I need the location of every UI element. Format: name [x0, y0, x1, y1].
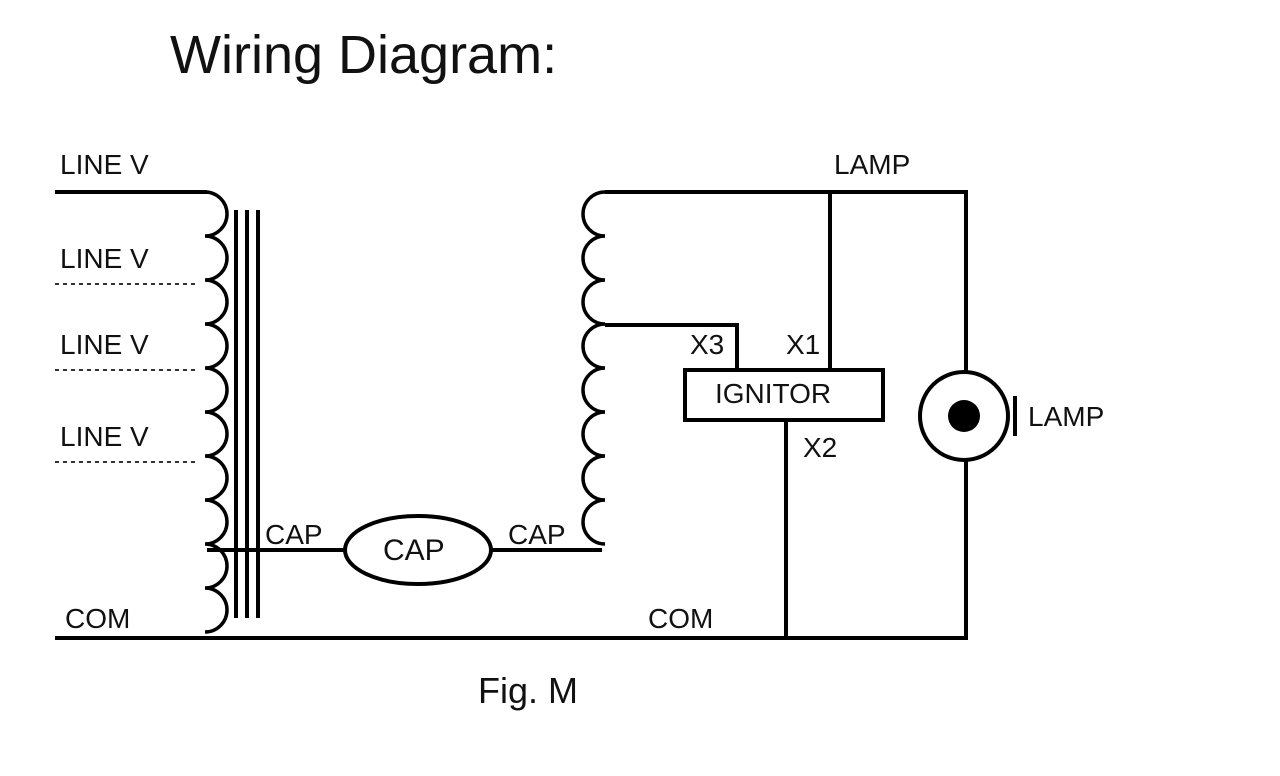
label-line-v-3: LINE V: [60, 329, 149, 360]
label-line-v-2: LINE V: [60, 243, 149, 274]
label-x1: X1: [786, 329, 820, 360]
label-cap-center: CAP: [383, 534, 445, 567]
label-x2: X2: [803, 432, 837, 463]
primary-coil: [204, 190, 229, 634]
ignitor-box: [683, 368, 885, 422]
label-cap-right: CAP: [508, 519, 566, 550]
capacitor: [343, 514, 493, 586]
x3-wire: [605, 323, 739, 370]
label-cap-left: CAP: [265, 519, 323, 550]
label-line-v-4: LINE V: [60, 421, 149, 452]
secondary-coil: [581, 190, 606, 546]
label-com-right: COM: [648, 603, 713, 634]
label-ignitor: IGNITOR: [715, 378, 831, 409]
lamp-center: [948, 400, 980, 432]
label-lamp-top: LAMP: [834, 149, 910, 180]
diagram-title: Wiring Diagram:: [170, 25, 558, 85]
label-lamp-side: LAMP: [1028, 401, 1104, 432]
label-x3: X3: [690, 329, 724, 360]
label-line-v-1: LINE V: [60, 149, 149, 180]
figure-caption: Fig. M: [478, 670, 579, 711]
label-com-left: COM: [65, 603, 130, 634]
